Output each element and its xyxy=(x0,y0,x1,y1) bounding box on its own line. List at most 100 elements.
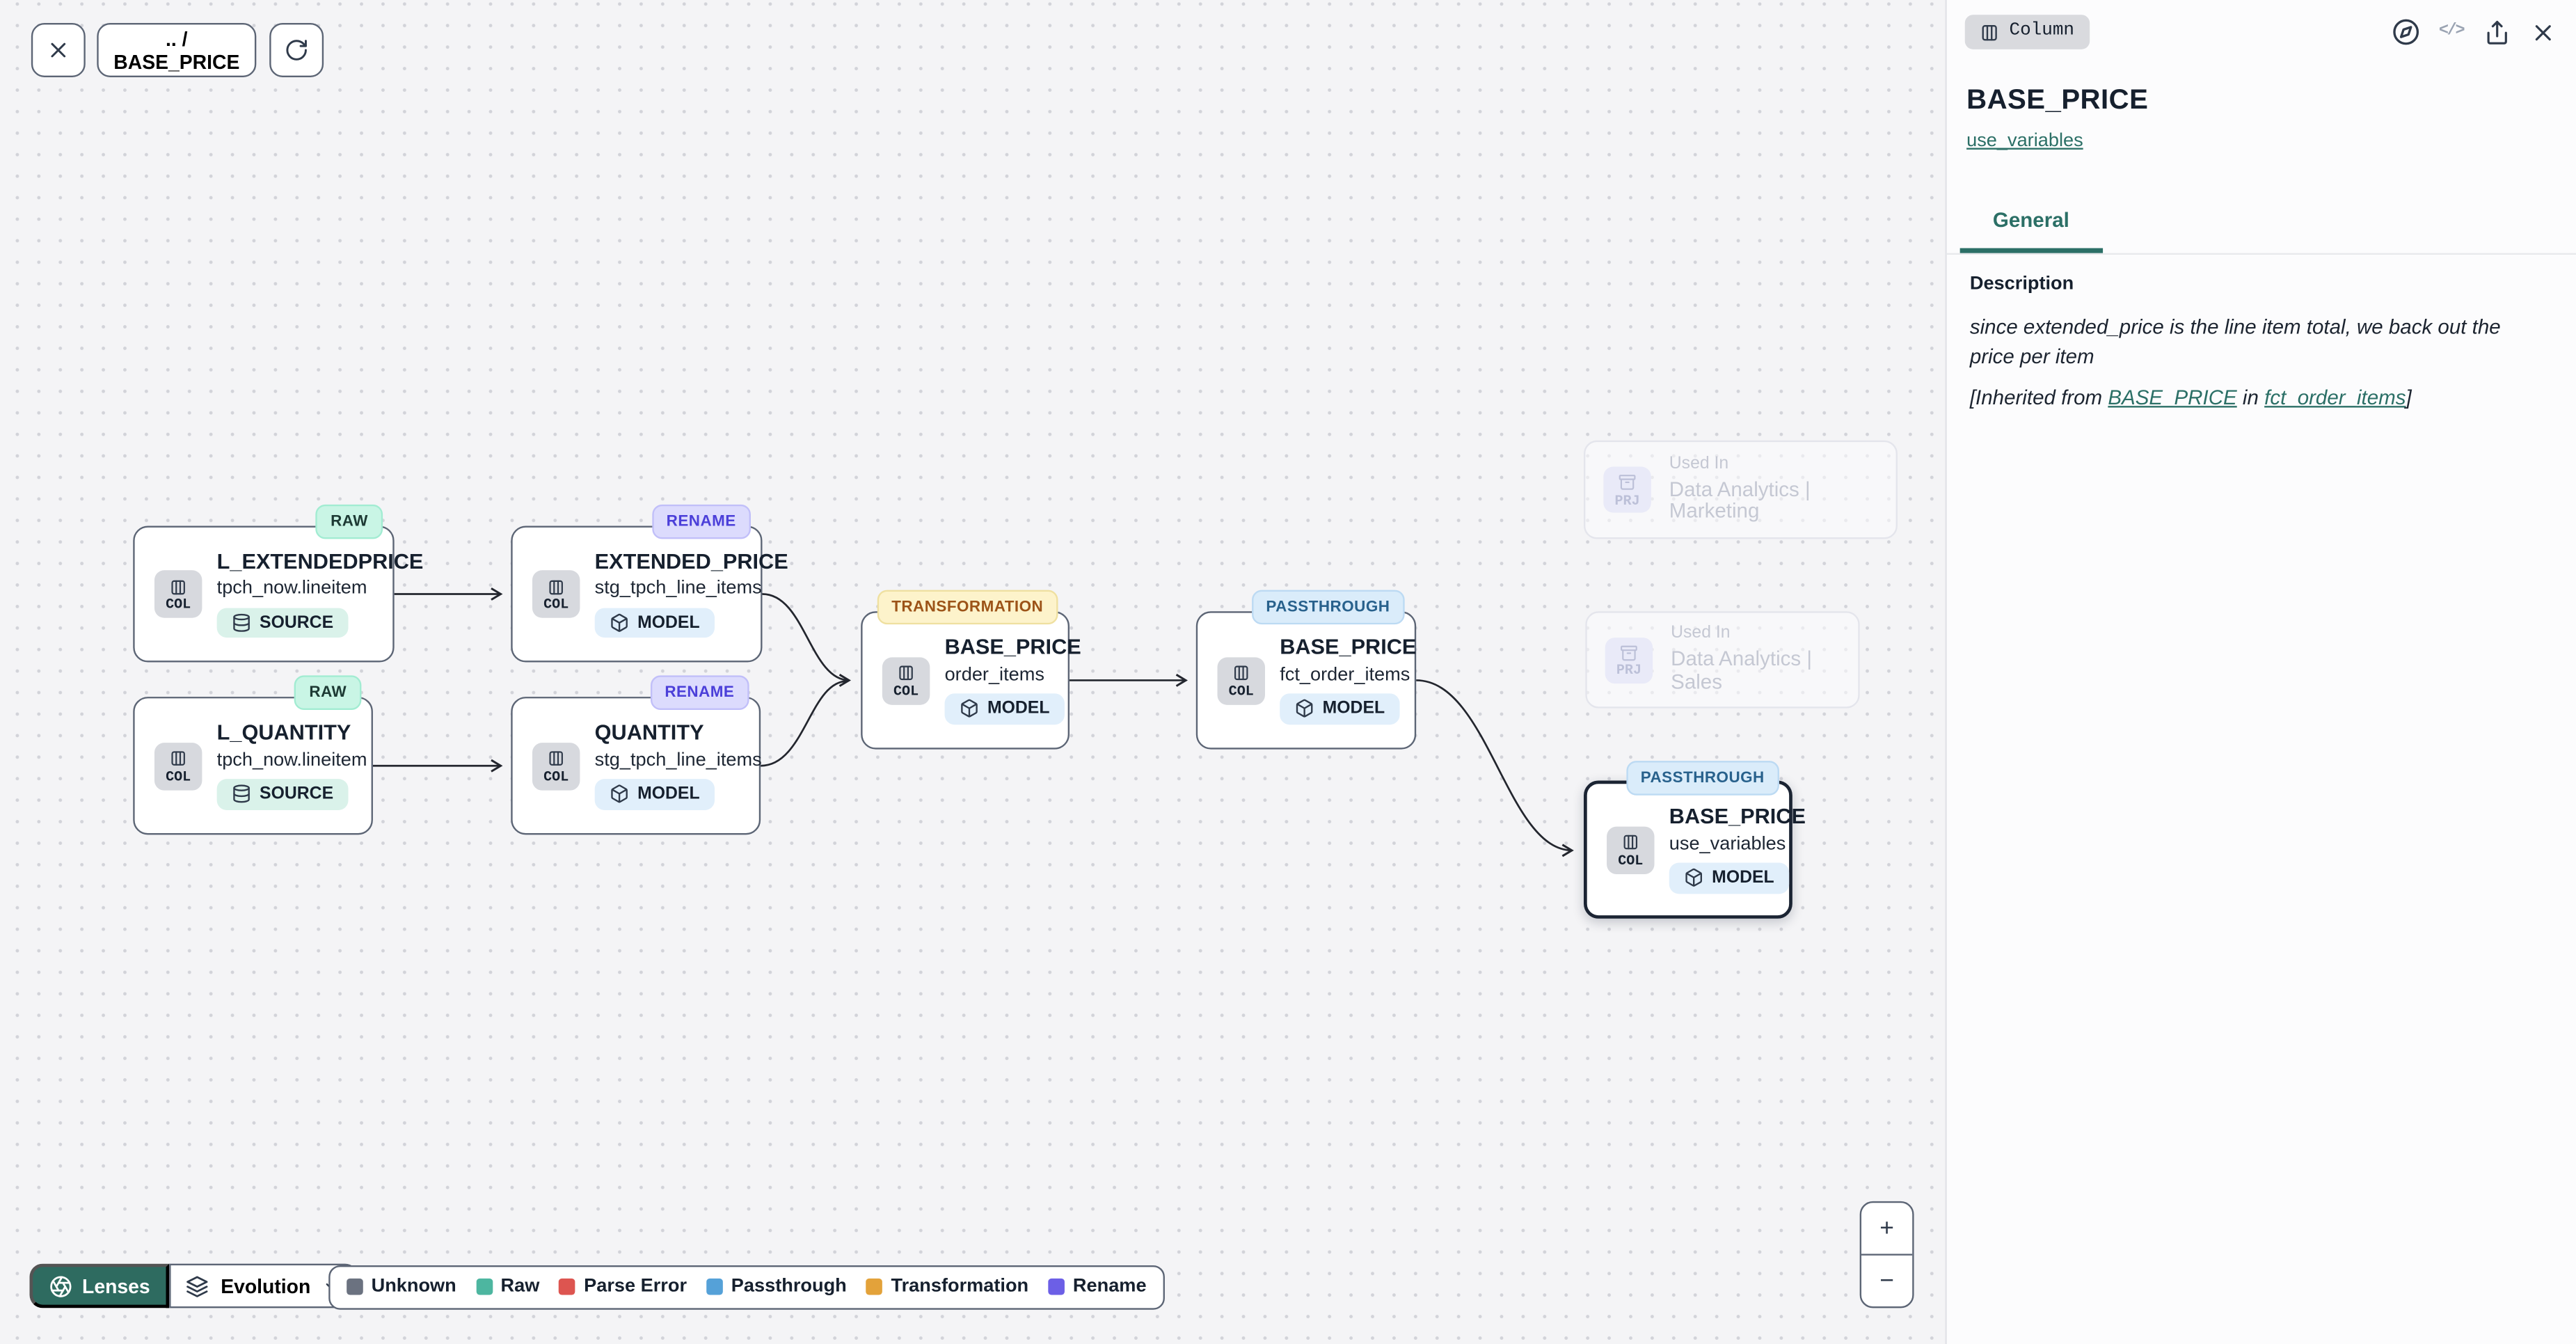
entity-type-badge: Column xyxy=(1964,15,2090,50)
zoom-out-button[interactable]: − xyxy=(1879,1267,1894,1295)
database-icon xyxy=(232,613,251,633)
database-icon xyxy=(232,784,251,804)
column-kind-box: COL xyxy=(154,741,202,790)
edge-type-badge: PASSTHROUGH xyxy=(1625,761,1779,795)
node-subtitle: fct_order_items xyxy=(1280,665,1410,685)
node-title: L_QUANTITY xyxy=(216,720,351,745)
node-subtitle: order_items xyxy=(944,665,1044,685)
inherited-model-link[interactable]: fct_order_items xyxy=(2264,386,2406,410)
close-icon xyxy=(2530,19,2557,45)
inherited-column-link[interactable]: BASE_PRICE xyxy=(2108,386,2237,410)
panel-title: BASE_PRICE xyxy=(1966,84,2149,116)
project-kind-box: PRJ xyxy=(1605,636,1653,683)
explore-compass-button[interactable] xyxy=(2390,17,2419,47)
lenses-control: Lenses Evolution xyxy=(29,1263,358,1309)
details-panel: Column </> BASE_PRICE use_variables Ge xyxy=(1945,0,2576,1344)
node-subtitle: tpch_now.lineitem xyxy=(216,578,367,599)
node-title: EXTENDED_PRICE xyxy=(594,548,788,574)
model-link[interactable]: use_variables xyxy=(1966,132,2083,152)
tab-general[interactable]: General xyxy=(1959,209,2103,254)
edge-type-badge: RENAME xyxy=(650,675,749,709)
column-kind-box: COL xyxy=(532,570,580,618)
column-kind-box: COL xyxy=(1607,825,1655,873)
view-code-button[interactable]: </> xyxy=(2436,17,2465,47)
cube-icon xyxy=(1684,869,1703,888)
edge-type-badge: RAW xyxy=(294,675,362,709)
zoom-in-button[interactable]: + xyxy=(1861,1203,1913,1256)
node-title: QUANTITY xyxy=(594,720,704,745)
columns-icon xyxy=(1232,664,1250,682)
legend-swatch xyxy=(559,1278,576,1295)
share-icon xyxy=(2484,19,2511,45)
cube-icon xyxy=(610,613,629,633)
node-title: L_EXTENDEDPRICE xyxy=(216,548,424,574)
column-kind-box: COL xyxy=(1217,656,1265,704)
columns-icon xyxy=(169,750,187,768)
column-kind-box: COL xyxy=(532,741,580,790)
node-type-tag: MODEL xyxy=(594,779,715,810)
legend-item: Parse Error xyxy=(559,1276,687,1297)
close-panel-button[interactable] xyxy=(2529,17,2558,47)
archive-icon xyxy=(1620,644,1638,662)
node-title: BASE_PRICE xyxy=(1280,634,1417,660)
breadcrumb[interactable]: .. / BASE_PRICE xyxy=(97,23,257,77)
description-section: Description since extended_price is the … xyxy=(1947,275,2576,410)
refresh-button[interactable] xyxy=(269,23,324,77)
edge-type-badge: TRANSFORMATION xyxy=(876,590,1058,624)
used-in-label: Used In xyxy=(1669,453,1729,473)
node-type-tag: MODEL xyxy=(1669,862,1789,894)
lineage-node-base-price-fct-order-items[interactable]: PASSTHROUGH COL BASE_PRICE fct_order_ite… xyxy=(1195,590,1417,750)
legend-item: Raw xyxy=(476,1276,539,1297)
used-in-name: Data Analytics | Marketing xyxy=(1669,477,1811,523)
node-type-tag: MODEL xyxy=(594,607,715,638)
lineage-node-base-price-use-variables[interactable]: PASSTHROUGH COL BASE_PRICE use_variables… xyxy=(1584,761,1806,919)
share-button[interactable] xyxy=(2482,17,2511,47)
columns-icon xyxy=(1980,22,1999,42)
project-kind-box: PRJ xyxy=(1603,466,1651,513)
close-icon xyxy=(46,38,70,62)
columns-icon xyxy=(547,578,565,596)
node-type-tag: MODEL xyxy=(944,693,1065,725)
node-type-tag: SOURCE xyxy=(216,779,349,810)
edge-type-legend: Unknown Raw Parse Error Passthrough Tran… xyxy=(328,1264,1165,1309)
used-in-label: Used In xyxy=(1671,623,1731,644)
legend-swatch xyxy=(347,1278,363,1295)
legend-swatch xyxy=(1048,1278,1065,1295)
description-body: since extended_price is the line item to… xyxy=(1969,315,2501,368)
code-icon: </> xyxy=(2438,23,2465,42)
node-type-tag: MODEL xyxy=(1280,693,1400,725)
lineage-node-l-quantity[interactable]: RAW COL L_QUANTITY tpch_now.lineitem SOU… xyxy=(133,675,373,835)
node-subtitle: stg_tpch_line_items xyxy=(594,578,762,599)
legend-swatch xyxy=(476,1278,493,1295)
lens-mode-dropdown[interactable]: Evolution xyxy=(170,1263,358,1309)
archive-icon xyxy=(1619,474,1637,492)
close-lineage-button[interactable] xyxy=(31,23,86,77)
breadcrumb-label: .. / BASE_PRICE xyxy=(113,26,240,74)
lineage-node-extended-price[interactable]: RENAME COL EXTENDED_PRICE stg_tpch_line_… xyxy=(511,504,788,663)
panel-tabs: General xyxy=(1946,206,2576,255)
node-title: BASE_PRICE xyxy=(1669,804,1806,829)
columns-icon xyxy=(169,578,187,596)
zoom-control: + − xyxy=(1859,1201,1914,1309)
node-subtitle: stg_tpch_line_items xyxy=(594,750,762,770)
lenses-button[interactable]: Lenses xyxy=(29,1263,170,1309)
description-heading: Description xyxy=(1969,274,2074,295)
lineage-node-quantity[interactable]: RENAME COL QUANTITY stg_tpch_line_items … xyxy=(511,675,762,835)
legend-item: Transformation xyxy=(866,1276,1028,1297)
legend-item: Passthrough xyxy=(706,1276,847,1297)
columns-icon xyxy=(1621,834,1639,852)
layers-icon xyxy=(186,1274,209,1297)
used-in-node-marketing[interactable]: PRJ Used In Data Analytics | Marketing xyxy=(1584,440,1898,539)
used-in-node-sales[interactable]: PRJ Used In Data Analytics | Sales xyxy=(1585,611,1860,709)
lineage-node-l-extendedprice[interactable]: RAW COL L_EXTENDEDPRICE tpch_now.lineite… xyxy=(133,504,423,663)
legend-swatch xyxy=(866,1278,883,1295)
legend-item: Rename xyxy=(1048,1276,1147,1297)
cube-icon xyxy=(610,784,629,804)
aperture-icon xyxy=(49,1274,72,1297)
node-type-tag: SOURCE xyxy=(216,607,349,638)
used-in-name: Data Analytics | Sales xyxy=(1671,647,1813,693)
node-subtitle: use_variables xyxy=(1669,834,1786,854)
lineage-node-base-price-order-items[interactable]: TRANSFORMATION COL BASE_PRICE order_item… xyxy=(861,590,1081,750)
refresh-icon xyxy=(284,38,308,62)
cube-icon xyxy=(960,699,979,719)
